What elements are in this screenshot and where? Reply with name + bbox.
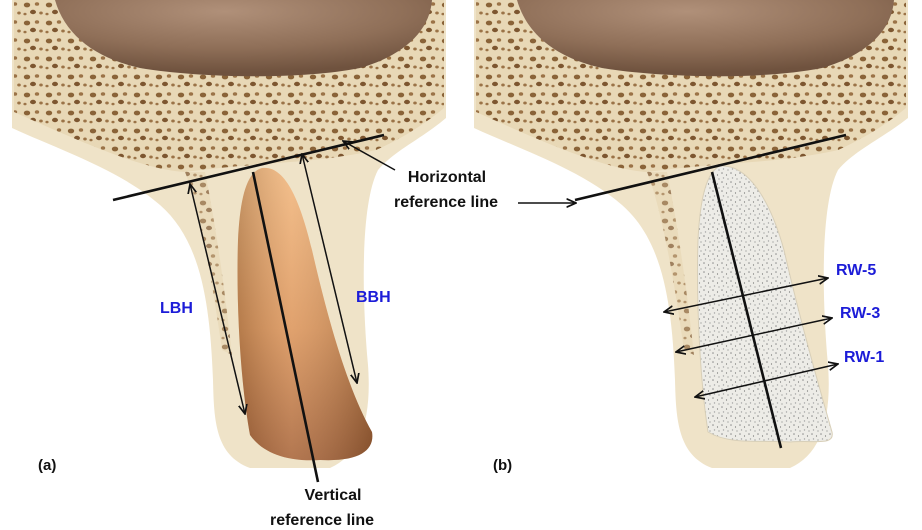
vertical-reference-line-label-2: reference line	[270, 512, 374, 529]
rw5-label: RW-5	[836, 262, 876, 279]
rw3-label: RW-3	[840, 305, 880, 322]
panel-a-label: (a)	[38, 457, 56, 474]
horizontal-reference-line-label-2: reference line	[394, 194, 498, 211]
rw1-label: RW-1	[844, 349, 884, 366]
panel-b: RW-5 RW-3 RW-1 (b)	[474, 0, 908, 474]
horizontal-reference-line-label-1: Horizontal	[408, 169, 486, 186]
panel-b-label: (b)	[493, 457, 512, 474]
panel-a: LBH BBH (a) Vertical reference line	[12, 0, 446, 529]
vertical-reference-line-label-1: Vertical	[305, 487, 362, 504]
lbh-label: LBH	[160, 300, 193, 317]
bbh-label: BBH	[356, 289, 391, 306]
